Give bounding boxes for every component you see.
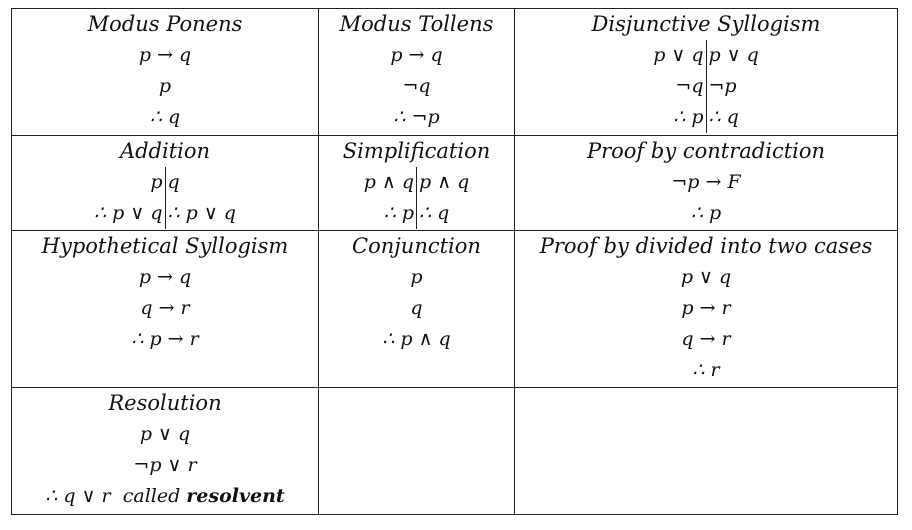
rule-title: Modus Tollens [339,12,494,36]
conclusion: ∴ q ∨ r called resolvent [16,481,314,512]
premise: p [150,171,163,193]
premise: p → q [138,44,192,66]
premise: p → r [681,297,731,319]
conclusion: ∴ p [383,202,414,224]
right-variant: q ∴ p ∨ q [164,167,236,229]
table-row: Modus Ponens p → q p ∴ q Modus Tollens p… [11,8,898,136]
conclusion: ∴ q [149,106,181,128]
empty-cell [318,387,515,515]
premise: ¬p → F [671,171,741,193]
cell-hypothetical-syllogism: Hypothetical Syllogism p → q q → r ∴ p →… [11,230,319,388]
premise: q [167,171,180,193]
inference-rules-table: Modus Ponens p → q p ∴ q Modus Tollens p… [11,8,898,515]
conclusion: ∴ p [673,106,704,128]
rule-title: Addition [119,139,211,163]
rule-title: Simplification [342,139,491,163]
premise: p → q [390,44,443,66]
conclusion: ∴ r [692,359,720,381]
split-columns: p ∴ p ∨ q q ∴ p ∨ q [16,167,314,229]
left-variant: p ∧ q ∴ p [364,167,416,229]
conclusion: ∴ q [419,202,450,224]
conclusion: ∴ p ∨ q [94,202,163,224]
conclusion: ∴ p ∨ q [167,202,236,224]
conclusion: ∴ p → r [131,328,199,350]
rule-title: Resolution [108,391,222,415]
conclusion: ∴ q [708,106,739,128]
cell-addition: Addition p ∴ p ∨ q q ∴ p ∨ q [11,135,319,231]
cell-modus-tollens: Modus Tollens p → q ¬q ∴ ¬p [318,8,515,136]
premise: p [158,75,172,97]
cell-resolution: Resolution p ∨ q ¬p ∨ r ∴ q ∨ r called r… [11,387,319,515]
split-columns: p ∨ q ¬q ∴ p p ∨ q ¬p ∴ q [519,40,893,133]
premise: q → r [681,328,731,350]
premise: p ∨ q [708,44,759,66]
rule-title: Hypothetical Syllogism [41,234,289,258]
premise: p [410,266,423,288]
conclusion: ∴ p ∧ q [382,328,451,350]
rule-title: Modus Ponens [87,12,243,36]
rule-title: Proof by contradiction [586,139,826,163]
conclusion-text: ∴ q ∨ r called [45,485,187,507]
rule-title: Conjunction [352,234,481,258]
rule-title: Proof by divided into two cases [539,234,873,258]
cell-proof-by-cases: Proof by divided into two cases p ∨ q p … [514,230,898,388]
table-row: Resolution p ∨ q ¬p ∨ r ∴ q ∨ r called r… [11,387,898,515]
right-variant: p ∨ q ¬p ∴ q [705,40,759,133]
conclusion: ∴ ¬p [393,106,440,128]
premise: p ∧ q [419,171,470,193]
cell-modus-ponens: Modus Ponens p → q p ∴ q [11,8,319,136]
premise: p ∧ q [363,171,414,193]
table-row: Addition p ∴ p ∨ q q ∴ p ∨ q Simplificat… [11,135,898,231]
split-columns: p ∧ q ∴ p p ∧ q ∴ q [323,167,510,229]
conclusion: ∴ p [690,202,722,224]
premise: ¬p ∨ r [133,454,197,476]
premise: ¬p [708,75,737,97]
premise: q [410,297,423,319]
premise: ¬q [402,75,431,97]
premise: p ∨ q [680,266,732,288]
premise: p ∨ q [653,44,704,66]
table-row: Hypothetical Syllogism p → q q → r ∴ p →… [11,230,898,388]
cell-proof-by-contradiction: Proof by contradiction ¬p → F ∴ p [514,135,898,231]
right-variant: p ∧ q ∴ q [416,167,469,229]
premise: ¬q [675,75,704,97]
cell-disjunctive-syllogism: Disjunctive Syllogism p ∨ q ¬q ∴ p p ∨ q… [514,8,898,136]
premise: p → q [138,266,192,288]
premise: q → r [140,297,190,319]
left-variant: p ∴ p ∨ q [94,167,164,229]
premise: p ∨ q [139,423,191,445]
cell-conjunction: Conjunction p q ∴ p ∧ q [318,230,515,388]
rule-title: Disjunctive Syllogism [591,12,821,36]
left-variant: p ∨ q ¬q ∴ p [653,40,705,133]
empty-cell [514,387,898,515]
resolvent-term: resolvent [186,485,285,507]
cell-simplification: Simplification p ∧ q ∴ p p ∧ q ∴ q [318,135,515,231]
